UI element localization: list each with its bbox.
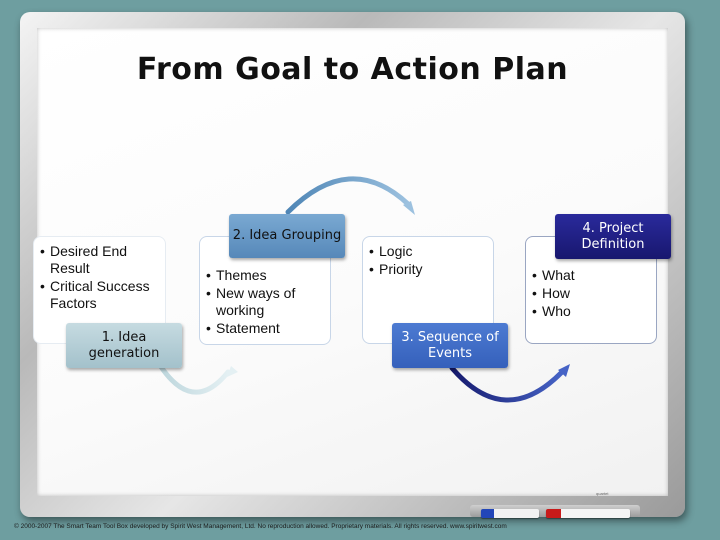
arrow-2-to-3-head [403,201,415,215]
step-3-box: Logic Priority [362,236,494,344]
red-marker [546,509,630,518]
step-2-item: Themes [206,267,322,284]
step-1-label: 1. Idea generation [66,323,182,368]
step-4-item: What [532,267,648,284]
step-3-label: 3. Sequence of Events [392,323,508,368]
step-4-list: What How Who [532,267,648,320]
step-4-item: How [532,285,648,302]
step-2-item: New ways of working [206,285,322,319]
step-2-list: Themes New ways of working Statement [206,267,322,337]
step-3-item: Logic [369,243,485,260]
step-1-item: Critical Success Factors [40,278,157,312]
step-1-item: Desired End Result [40,243,157,277]
step-2-label: 2. Idea Grouping [229,214,345,258]
board-brand-logo: quartet [596,491,609,496]
arrow-1-to-2-head [227,366,238,377]
step-3-item: Priority [369,261,485,278]
blue-marker [481,509,539,518]
arrow-2-to-3 [285,176,411,215]
step-2-item: Statement [206,320,322,337]
arrow-3-to-4 [449,365,565,403]
step-4-item: Who [532,303,648,320]
step-4-label: 4. Project Definition [555,214,671,259]
arrow-3-to-4-head [558,364,570,377]
copyright-footer: © 2000-2007 The Smart Team Tool Box deve… [14,523,507,530]
step-3-list: Logic Priority [369,243,485,278]
step-1-list: Desired End Result Critical Success Fact… [40,243,157,312]
slide-title: From Goal to Action Plan [136,52,569,87]
